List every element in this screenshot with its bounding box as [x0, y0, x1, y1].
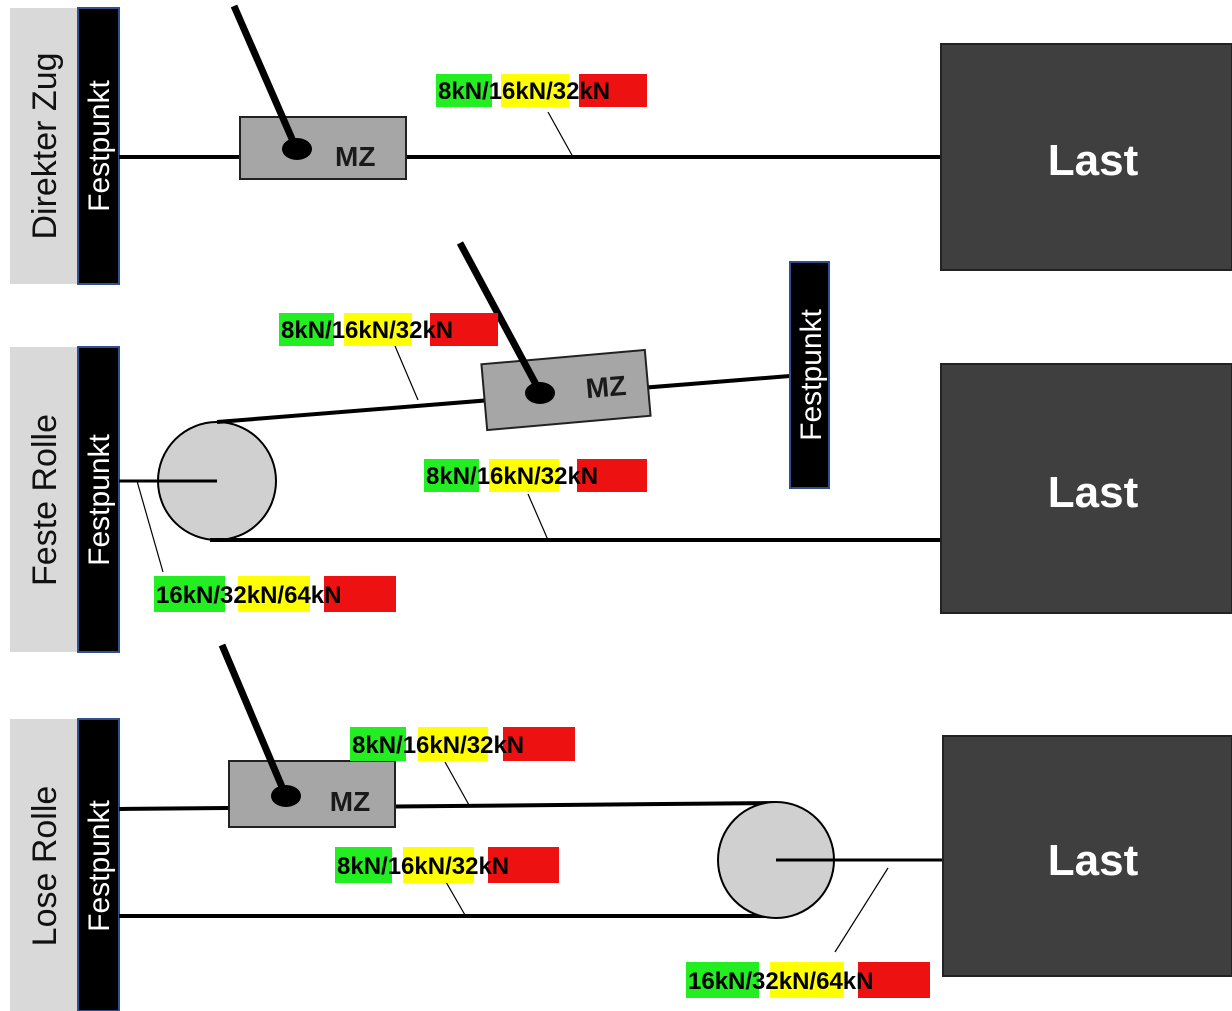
- force-low: 8kN: [438, 78, 482, 105]
- motor-lever: [456, 241, 543, 392]
- force-sep: /: [470, 463, 477, 490]
- force-sep: /: [460, 732, 467, 759]
- load-label: Last: [1048, 136, 1139, 185]
- motor-label: MZ: [584, 370, 627, 404]
- motor-pivot: [525, 382, 555, 404]
- section-title-panel: [10, 8, 78, 284]
- load-block: [942, 735, 1232, 977]
- svg-text:8kN/16kN/32kN: 8kN/16kN/32kN: [352, 732, 524, 759]
- force-high: 32kN: [541, 463, 598, 490]
- force-sep: /: [482, 78, 489, 105]
- force-high: 32kN: [553, 78, 610, 105]
- force-sep: /: [546, 78, 553, 105]
- fixpoint-label: Festpunkt: [83, 79, 116, 211]
- section-fixed-pulley: Feste Rolle Festpunkt MZ Festpunkt Last …: [10, 241, 1232, 653]
- load-block: [940, 363, 1232, 614]
- force-label-rope: 8kN/16kN/32kN: [436, 74, 647, 107]
- motor-label: MZ: [335, 141, 375, 172]
- load-label: Last: [1048, 836, 1139, 885]
- fixpoint-label: Festpunkt: [83, 799, 116, 931]
- section-loose-pulley: Lose Rolle Festpunkt MZ Last 8kN/16kN/32…: [10, 643, 1232, 1011]
- motor-box: [480, 348, 652, 432]
- section-direct-pull: Direkter Zug Festpunkt MZ Last 8kN/16kN/…: [10, 4, 1232, 285]
- force-high: 64kN: [284, 582, 341, 609]
- force-low: 8kN: [426, 463, 470, 490]
- load-label: Last: [1048, 468, 1139, 517]
- force-mid: 32kN: [220, 582, 277, 609]
- force-mid: 16kN: [403, 732, 460, 759]
- fixpoint-bar: [77, 718, 120, 1011]
- motor-box: [228, 760, 396, 828]
- force-low: 16kN: [156, 582, 213, 609]
- force-high: 32kN: [467, 732, 524, 759]
- force-low: 8kN: [337, 853, 381, 880]
- force-sep: /: [396, 732, 403, 759]
- force-low: 16kN: [688, 968, 745, 995]
- section-title-panel: [10, 719, 78, 1011]
- force-pointer: [444, 761, 470, 806]
- force-high: 32kN: [396, 317, 453, 344]
- force-high: 64kN: [816, 968, 873, 995]
- section-title-panel: [10, 347, 78, 652]
- fixpoint-bar-right: [789, 261, 830, 489]
- force-low: 8kN: [281, 317, 325, 344]
- svg-text:8kN/16kN/32kN: 8kN/16kN/32kN: [426, 463, 598, 490]
- force-pointer: [834, 867, 889, 953]
- force-sep: /: [389, 317, 396, 344]
- force-high: 32kN: [452, 853, 509, 880]
- load-block: [940, 43, 1232, 271]
- section-title: Feste Rolle: [26, 414, 64, 586]
- section-title: Lose Rolle: [26, 786, 64, 947]
- force-mid: 16kN: [388, 853, 445, 880]
- force-sep: /: [534, 463, 541, 490]
- force-mid: 16kN: [332, 317, 389, 344]
- fixpoint-bar: [77, 7, 120, 285]
- force-label-upper: 8kN/16kN/32kN: [279, 313, 498, 346]
- svg-text:8kN/16kN/32kN: 8kN/16kN/32kN: [281, 317, 453, 344]
- motor-lever: [218, 643, 289, 796]
- force-pointer: [136, 480, 164, 573]
- motor-label: MZ: [330, 786, 370, 817]
- force-mid: 16kN: [489, 78, 546, 105]
- motor-box-group: MZ: [480, 348, 652, 432]
- force-pointer: [527, 493, 549, 541]
- motor-lever: [230, 4, 300, 150]
- force-label-axle: 16kN/32kN/64kN: [154, 576, 396, 612]
- force-low: 8kN: [352, 732, 396, 759]
- force-label-lower: 8kN/16kN/32kN: [335, 847, 559, 883]
- force-sep: /: [325, 317, 332, 344]
- svg-text:8kN/16kN/32kN: 8kN/16kN/32kN: [337, 853, 509, 880]
- force-sep: /: [745, 968, 752, 995]
- force-pointer: [394, 345, 419, 401]
- motor-box: [239, 116, 407, 180]
- force-label-upper: 8kN/16kN/32kN: [350, 727, 575, 761]
- force-label-axle: 16kN/32kN/64kN: [686, 962, 930, 998]
- force-label-lower: 8kN/16kN/32kN: [424, 459, 647, 492]
- force-pointer: [547, 111, 574, 158]
- force-sep: /: [277, 582, 284, 609]
- force-mid: 16kN: [477, 463, 534, 490]
- motor-pivot: [271, 785, 301, 807]
- motor-pivot: [282, 138, 312, 160]
- fixpoint-label-right: Festpunkt: [795, 308, 828, 440]
- fixpoint-label: Festpunkt: [83, 433, 116, 565]
- svg-text:8kN/16kN/32kN: 8kN/16kN/32kN: [438, 78, 610, 105]
- force-sep: /: [381, 853, 388, 880]
- svg-text:16kN/32kN/64kN: 16kN/32kN/64kN: [688, 968, 873, 995]
- force-sep: /: [213, 582, 220, 609]
- force-sep: /: [809, 968, 816, 995]
- section-title: Direkter Zug: [26, 52, 64, 239]
- svg-text:16kN/32kN/64kN: 16kN/32kN/64kN: [156, 582, 341, 609]
- rope-upper: [118, 801, 777, 811]
- force-mid: 32kN: [752, 968, 809, 995]
- force-sep: /: [445, 853, 452, 880]
- fixpoint-bar: [77, 346, 120, 653]
